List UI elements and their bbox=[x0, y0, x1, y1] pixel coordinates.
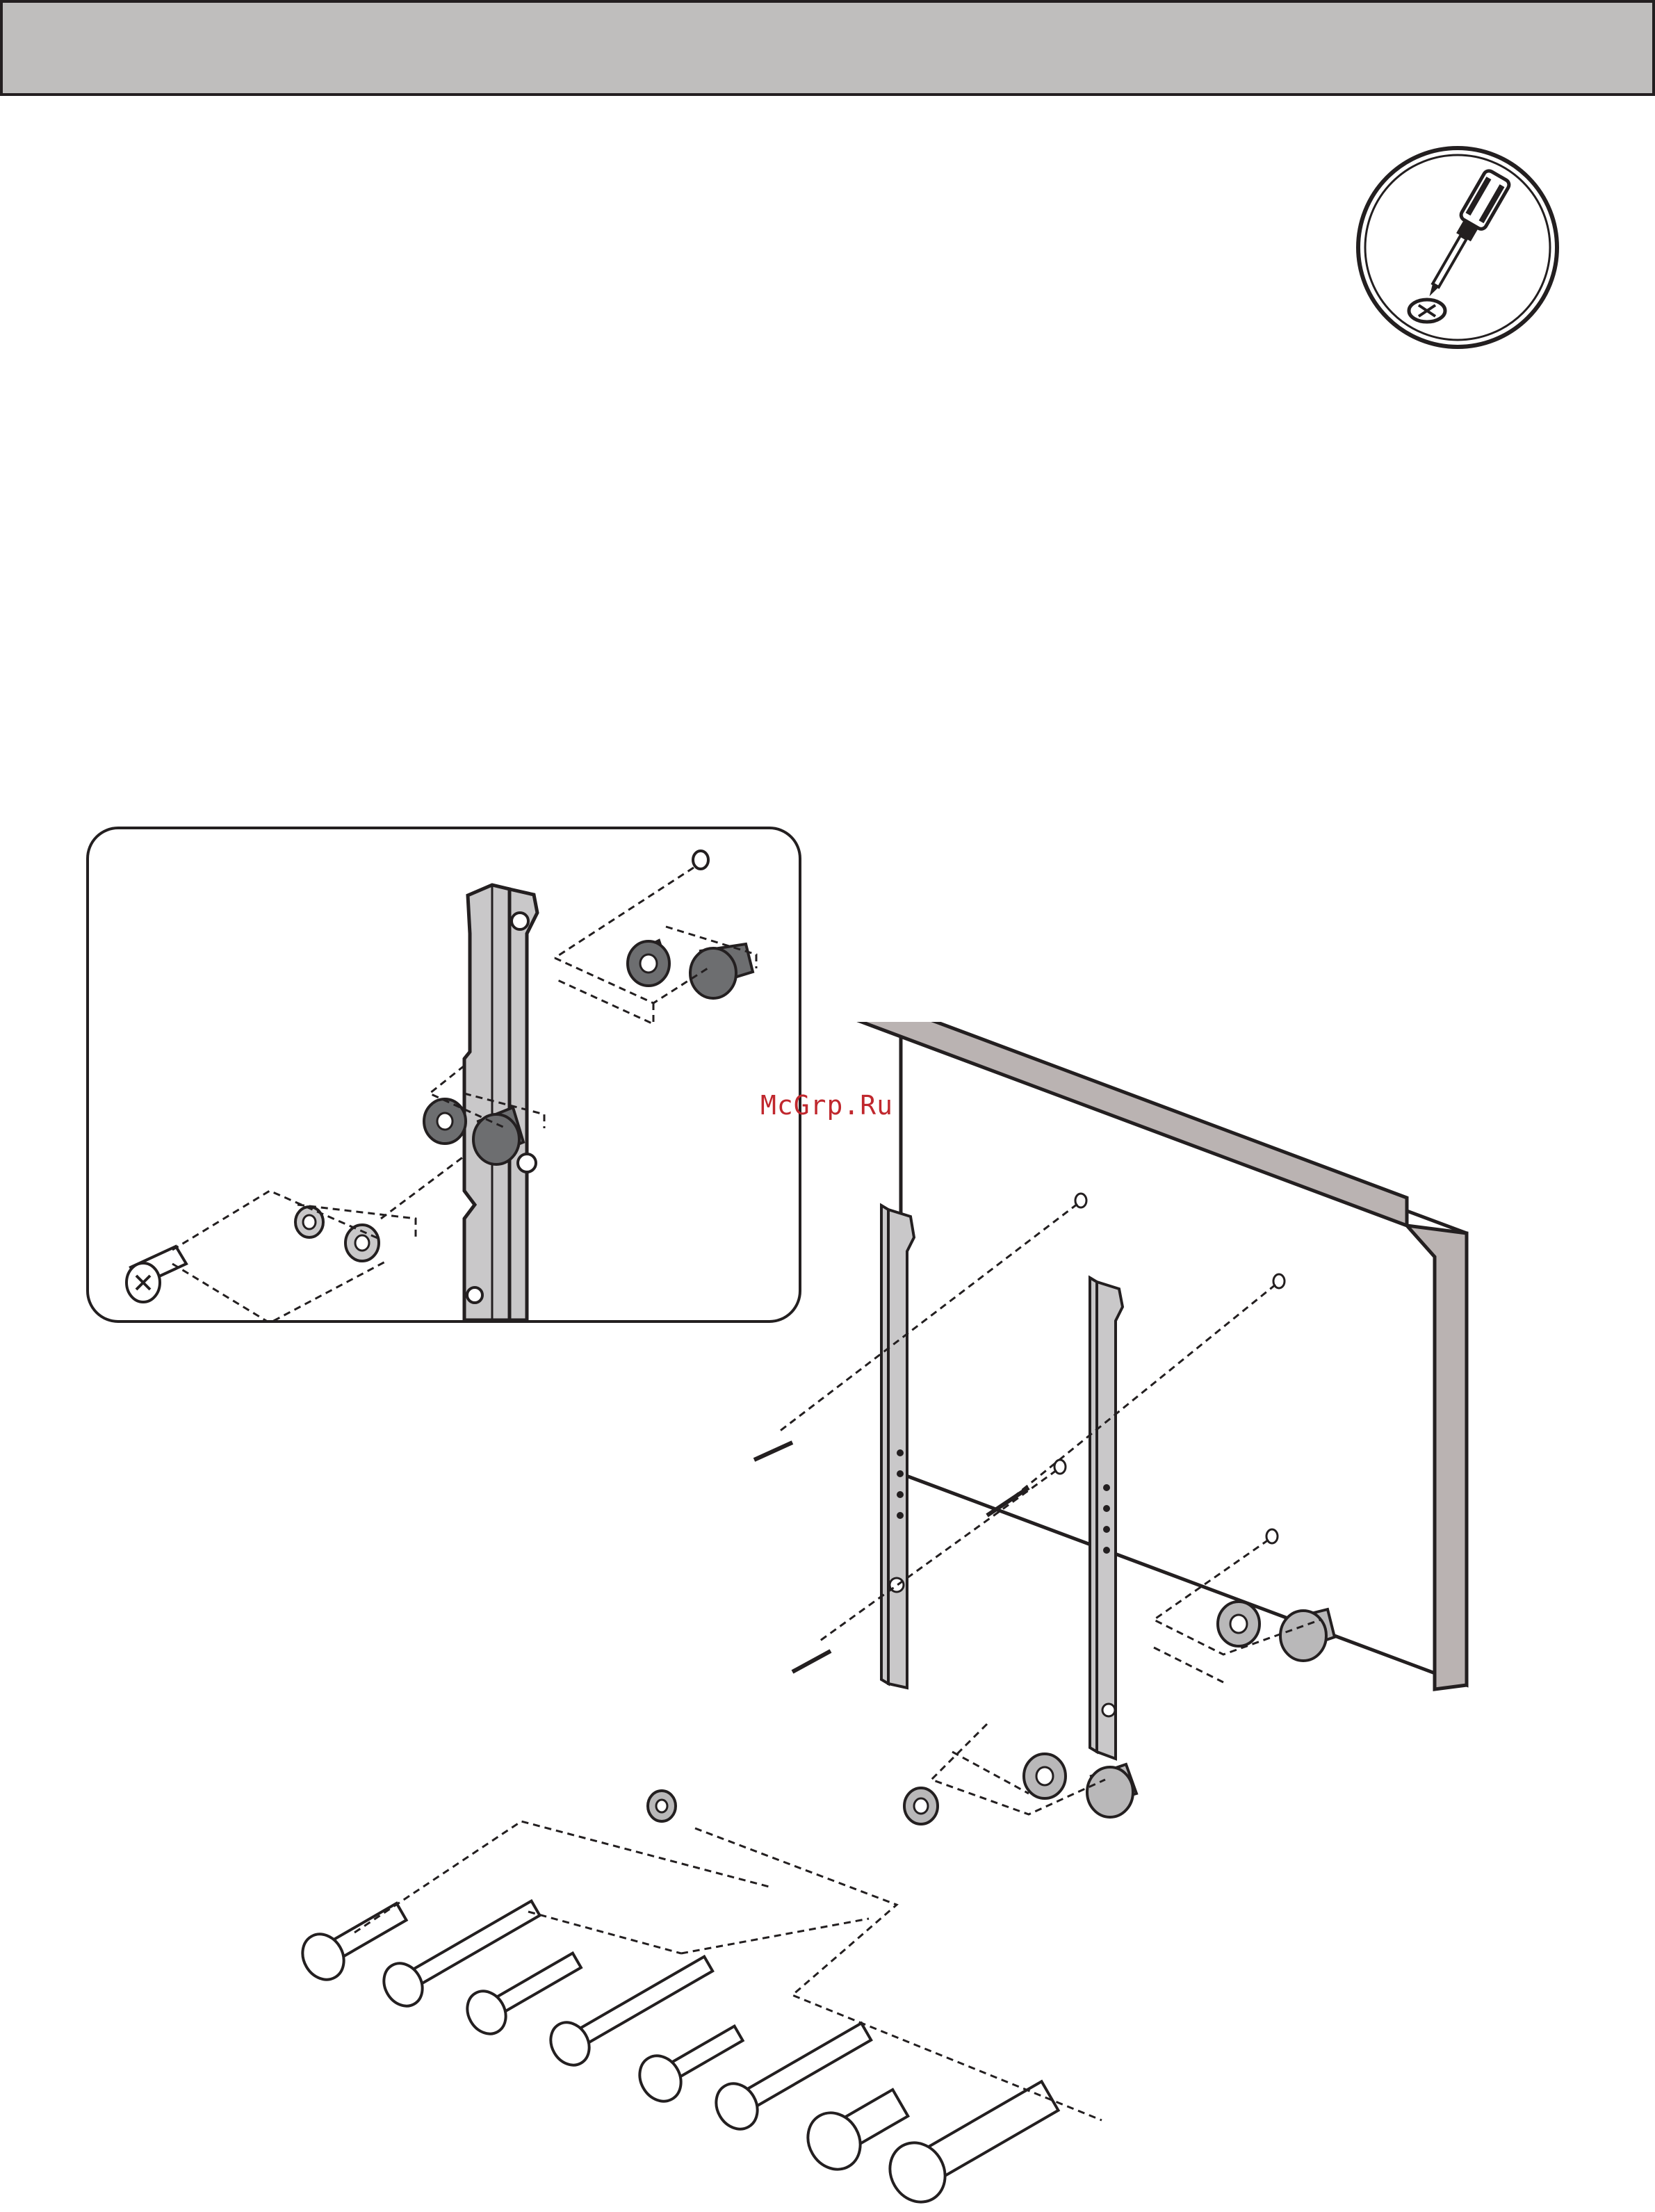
tv-panel bbox=[841, 1022, 1467, 1689]
header-bar bbox=[0, 0, 1655, 96]
tv-bracket-assembly-diagram bbox=[292, 1022, 1474, 2204]
watermark-text: McGrp.Ru bbox=[760, 1090, 893, 1121]
screw-set bbox=[295, 1889, 1066, 2204]
spacer-small-top bbox=[628, 941, 669, 986]
detail-screw bbox=[127, 1246, 186, 1302]
spacer-large-top bbox=[690, 944, 753, 998]
screwdriver-icon bbox=[1354, 144, 1561, 351]
